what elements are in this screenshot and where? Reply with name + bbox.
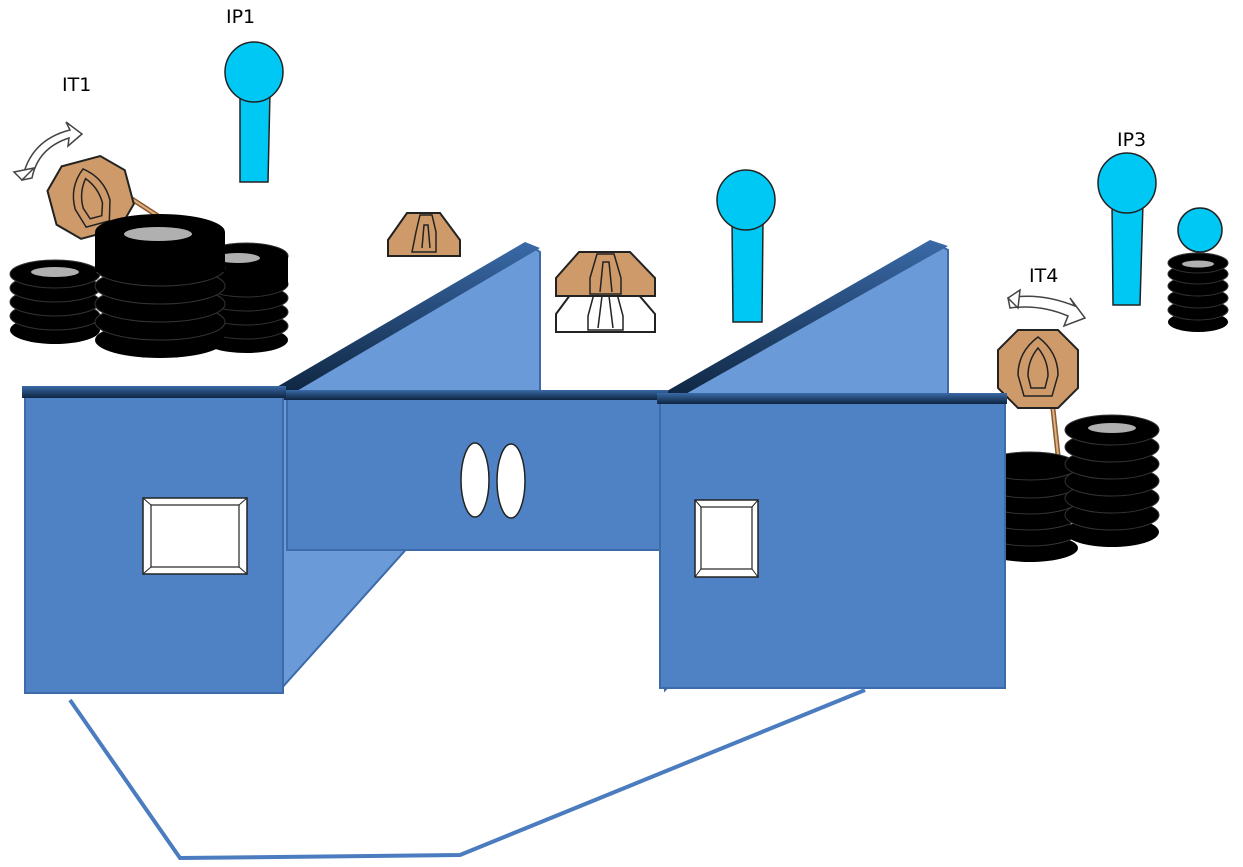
popper-ip1-icon [224,41,284,183]
port-openings-icon [460,442,526,519]
label-ip1: IP1 [226,6,255,28]
label-it1: IT1 [62,74,91,96]
target-it4-group [981,288,1160,562]
wall-center [284,390,668,551]
rotate-arrow-icon [12,121,84,182]
popper-center-icon [716,169,776,323]
popper-ip3-icon [1097,152,1157,306]
label-it4: IT4 [1029,265,1058,287]
target-it1-group [9,121,289,358]
tire-stack-ip3-icon [1167,252,1229,332]
window-right-icon [694,499,759,578]
rotate-arrow-icon [1006,288,1087,328]
paper-target-center-icon [555,251,656,297]
label-ip3: IP3 [1117,129,1146,151]
paper-target-left-icon [387,212,461,257]
octagon-target-icon [997,329,1079,409]
wall-front-left [22,386,286,694]
tire-stack-left-icon [9,259,101,344]
tire-stack-right-icon [203,242,289,353]
window-left-icon [142,497,248,575]
tire-stack-it4-right-icon [1064,414,1160,547]
fault-line-boundary [68,688,866,861]
mini-popper-icon [1177,207,1223,253]
tire-stack-center-icon [94,214,226,358]
wall-front-right [657,393,1007,689]
